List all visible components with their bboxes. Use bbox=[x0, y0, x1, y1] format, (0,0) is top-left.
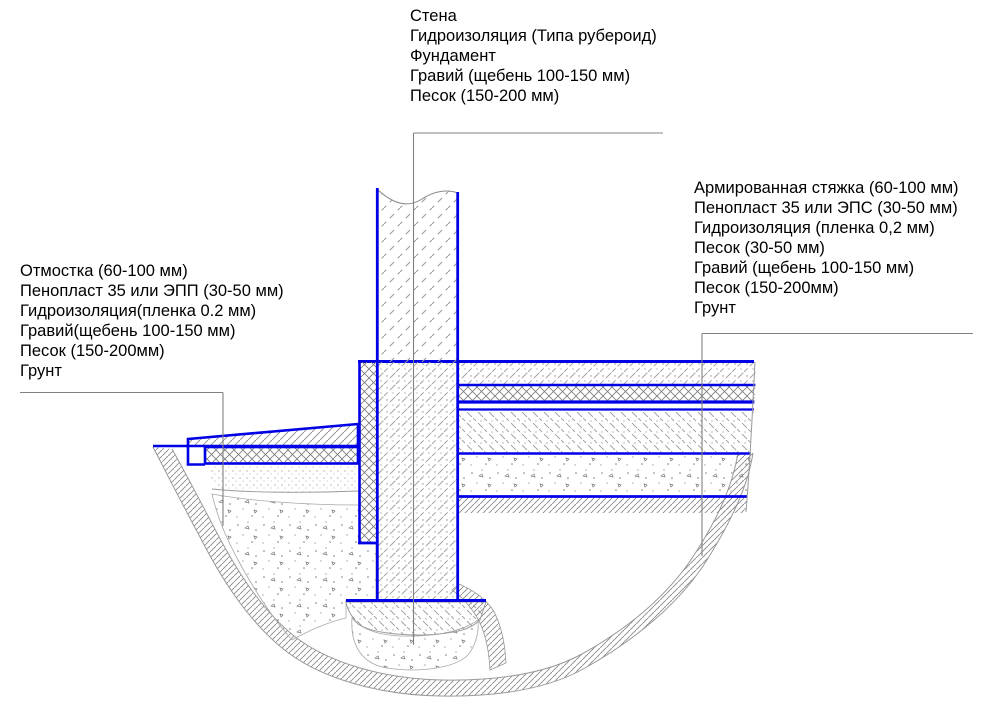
callout-wall-stack: Стена Гидроизоляция (Типа рубероид) Фунд… bbox=[410, 6, 657, 106]
callout-line: Гравий (щебень 100-150 мм) bbox=[694, 259, 915, 277]
floor-right-edge bbox=[745, 361, 756, 513]
callout-line: Фундамент bbox=[410, 47, 496, 65]
layer-gravel bbox=[458, 455, 757, 495]
callout-line: Песок (150-200мм) bbox=[20, 342, 165, 360]
layer-screed bbox=[458, 362, 757, 384]
callout-line: Пенопласт 35 или ЭПС (30-50 мм) bbox=[694, 199, 958, 217]
callout-line: Армированная стяжка (60-100 мм) bbox=[694, 179, 959, 197]
foundation-foam-strip bbox=[358, 361, 377, 545]
footing-cushion bbox=[345, 601, 487, 671]
leader-lines bbox=[20, 132, 973, 645]
sand-pad-under-footing bbox=[345, 601, 487, 636]
callout-line: Грунт bbox=[694, 299, 736, 317]
callout-line: Песок (150-200 мм) bbox=[410, 87, 560, 105]
wall-section bbox=[377, 189, 458, 362]
callout-blind-area-stack: Отмостка (60-100 мм) Пенопласт 35 или ЭП… bbox=[20, 261, 284, 381]
gravel-under-footing bbox=[351, 616, 479, 671]
callout-line: Песок (150-200мм) bbox=[694, 279, 839, 297]
callout-line: Стена bbox=[410, 7, 457, 25]
callout-line: Гравий (щебень 100-150 мм) bbox=[410, 67, 631, 85]
callout-line: Отмостка (60-100 мм) bbox=[20, 262, 188, 280]
layer-sand-lower bbox=[458, 498, 748, 513]
floor-layers bbox=[458, 362, 757, 513]
blind-area-step bbox=[186, 446, 205, 466]
callout-line: Пенопласт 35 или ЭПП (30-50 мм) bbox=[20, 282, 284, 300]
sand-bedding-left bbox=[208, 466, 358, 493]
foundation-section bbox=[377, 362, 458, 600]
blind-area-foam bbox=[203, 445, 360, 465]
gravel-backfill-left bbox=[211, 493, 377, 641]
callout-line: Гидроизоляция (пленка 0,2 мм) bbox=[694, 219, 935, 237]
blind-area-slab bbox=[186, 422, 360, 448]
wall-and-foundation bbox=[346, 188, 486, 602]
callout-floor-stack: Армированная стяжка (60-100 мм) Пеноплас… bbox=[694, 178, 959, 318]
blind-area bbox=[153, 422, 360, 466]
callout-line: Гидроизоляция(пленка 0.2 мм) bbox=[20, 302, 257, 320]
callout-line: Песок (30-50 мм) bbox=[694, 239, 825, 257]
layer-sand-upper bbox=[458, 411, 757, 452]
layer-foam bbox=[458, 386, 757, 401]
callout-line: Гидроизоляция (Типа рубероид) bbox=[410, 27, 657, 45]
backfill-left bbox=[208, 466, 377, 641]
callout-line: Гравий(щебень 100-150 мм) bbox=[20, 322, 236, 340]
callout-line: Грунт bbox=[20, 362, 62, 380]
wall-break-line bbox=[376, 188, 459, 205]
